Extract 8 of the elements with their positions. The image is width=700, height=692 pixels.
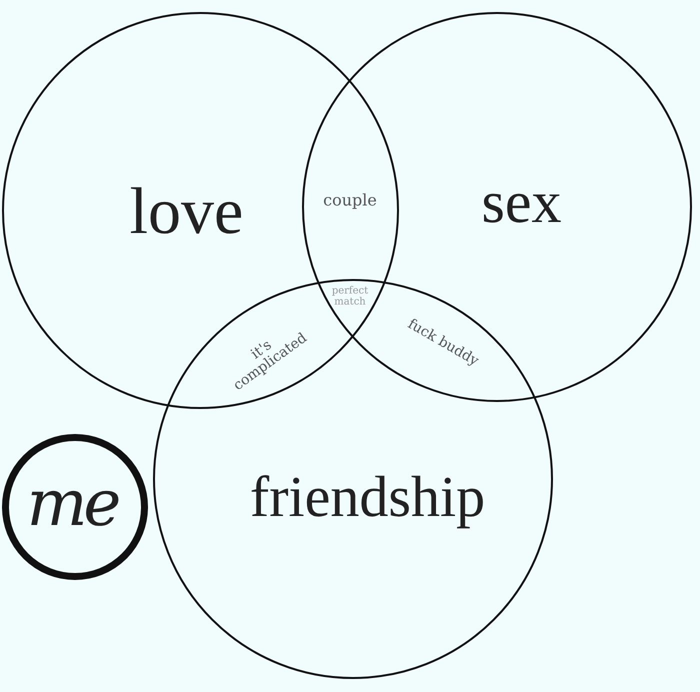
- circle-label: me: [26, 472, 118, 536]
- venn-circle: [153, 279, 553, 679]
- circle-label: sex: [482, 172, 562, 232]
- overlap-label: couple: [322, 192, 378, 210]
- overlap-label: perfect match: [330, 286, 370, 308]
- venn-circle: [2, 12, 399, 409]
- circle-label: love: [130, 178, 244, 244]
- venn-circle: [2, 434, 148, 580]
